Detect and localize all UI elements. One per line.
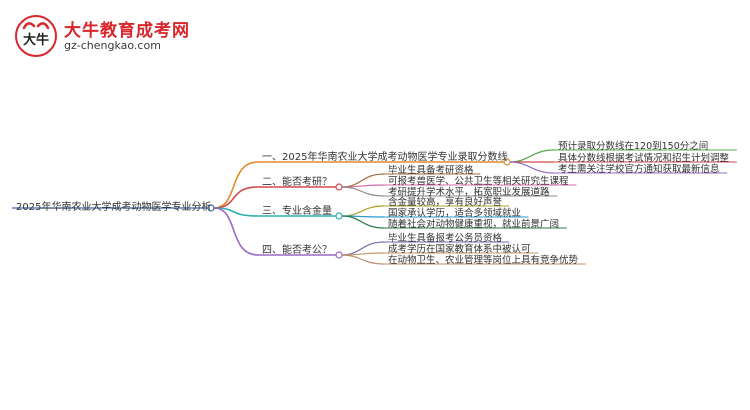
leaf-topic: 毕业生具备报考公务员资格 [388,233,503,244]
branch-node-dot [503,158,511,166]
site-title: 大牛教育成考网 [64,21,190,41]
leaf-topic: 考研提升学术水平，拓宽职业发展道路 [388,187,550,198]
branch-connector [213,161,259,209]
leaf-topic: 含金量较高，享有良好声誉 [388,197,503,208]
mindmap-nodes [207,158,511,259]
leaf-topic: 国家承认学历，适合多领域就业 [388,208,522,219]
branch-node-dot [335,183,343,191]
site-logo[interactable]: 大牛 大牛教育成考网 gz-chengkao.com [14,14,214,58]
leaf-connector [509,149,555,163]
branch-node-dot [335,251,343,259]
leaf-connector [341,254,385,265]
leaf-topic: 具体分数线根据考试情况和招生计划调整 [558,153,730,164]
root-node-dot [207,204,215,212]
leaf-topic: 预计录取分数线在120到150分之间 [558,141,709,152]
leaf-topic: 考生需关注学校官方通知获取最新信息 [558,164,720,175]
leaf-topic: 成考学历在国家教育体系中被认可 [388,244,531,255]
leaf-topic: 可报考兽医学、公共卫生等相关研究生课程 [388,176,569,187]
logo-mark-text: 大牛 [23,32,49,48]
bull-logo-icon: 大牛 [15,15,57,57]
leaf-topic: 在动物卫生、农业管理等岗位上具有竞争优势 [388,255,579,266]
leaf-connector [341,186,385,197]
branch-connector [213,186,259,209]
root-topic: 2025年华南农业大学成考动物医学专业分析 [16,202,212,213]
leaf-topic: 随着社会对动物健康重视，就业前景广阔 [388,219,560,230]
branch-connector [213,207,259,256]
leaf-connector [509,161,555,174]
leaf-connector [341,215,385,229]
leaf-topic: 毕业生具备考研资格 [388,165,474,176]
branch-connector [213,207,259,217]
branch-topic: 二、能否考研？ [262,177,332,188]
leaf-connector [341,205,385,217]
site-url: gz-chengkao.com [64,39,161,52]
branch-topic: 三、专业含金量 [262,206,332,217]
branch-node-dot [335,212,343,220]
mindmap-edges [12,149,737,265]
branch-topic: 四、能否考公？ [262,245,332,256]
branch-topic: 一、2025年华南农业大学成考动物医学专业录取分数线 [262,152,508,163]
